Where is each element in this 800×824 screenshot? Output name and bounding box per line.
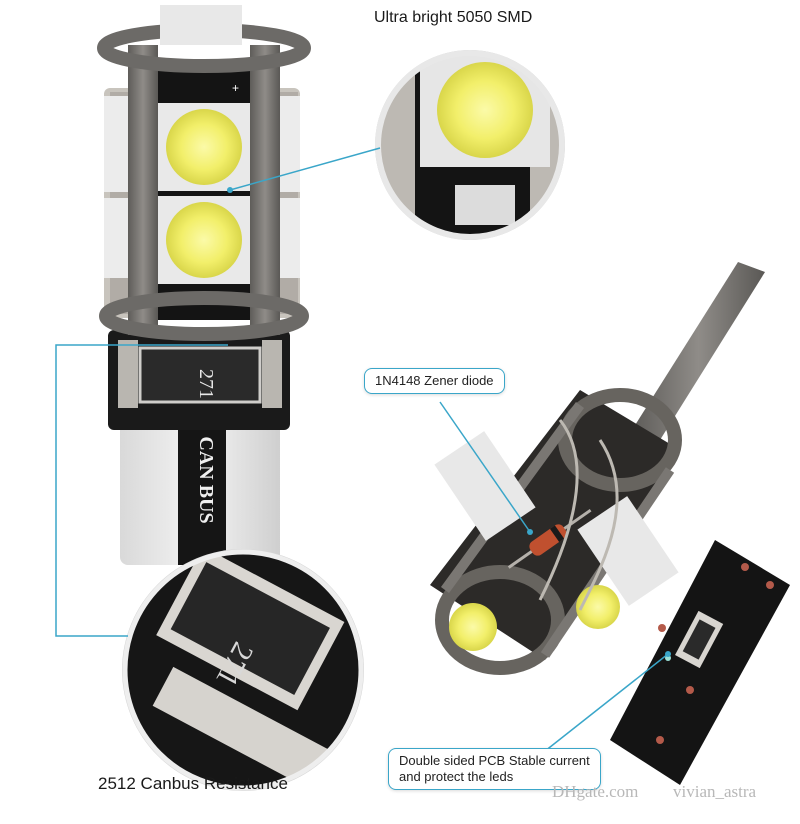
magnifier-smd [375, 50, 565, 240]
canbus-strip [178, 405, 226, 565]
left-bulb: + [97, 5, 311, 565]
callout-pcb: Double sided PCB Stable current and prot… [388, 748, 601, 790]
callout-line-zener [439, 401, 531, 533]
callout-zener-text: 1N4148 Zener diode [375, 373, 494, 388]
magnifier-resistor [122, 549, 364, 791]
label-smd: Ultra bright 5050 SMD [374, 9, 533, 26]
callout-pcb-line1: Double sided PCB Stable current [399, 753, 590, 768]
watermark-seller: vivian_astra [673, 782, 757, 801]
zener-diode [507, 508, 592, 569]
svg-text:+: + [232, 81, 239, 95]
label-resistance: 2512 Canbus Resistance [98, 774, 288, 793]
callout-line-resistance [55, 344, 228, 637]
watermark-site: DHgate.com [552, 782, 639, 801]
callout-lines [55, 147, 669, 756]
right-bulb-opened [430, 262, 765, 675]
canbus-text: CAN BUS [195, 436, 217, 523]
resistor-code-text: 271 [195, 369, 217, 399]
led-chip-upper [158, 103, 250, 191]
callout-line-smd [229, 147, 381, 191]
callout-zener: 1N4148 Zener diode [364, 368, 505, 394]
smd-resistor [138, 346, 262, 404]
callout-line-pcb [539, 653, 669, 756]
pcb-board [610, 540, 790, 785]
callout-pcb-line2: and protect the leds [399, 769, 514, 784]
led-chip-lower [158, 196, 250, 284]
